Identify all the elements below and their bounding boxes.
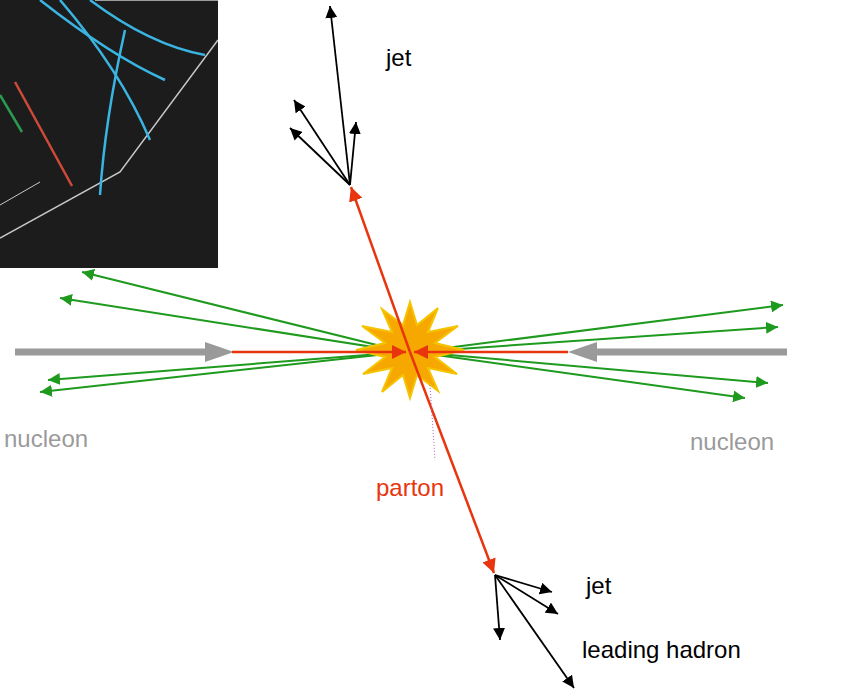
diagram-label: jet bbox=[386, 44, 411, 72]
jet-hadrons-top bbox=[290, 6, 356, 185]
parton-lines bbox=[232, 187, 568, 573]
spectator-fragments bbox=[40, 272, 783, 398]
diagram-label: nucleon bbox=[690, 428, 774, 456]
diagram-label: leading hadron bbox=[582, 636, 741, 664]
diagram-label: jet bbox=[586, 572, 611, 600]
diagram-label: nucleon bbox=[4, 425, 88, 453]
diagram-label: parton bbox=[376, 474, 444, 502]
dotted-trace bbox=[430, 385, 435, 460]
jet-hadrons-bottom bbox=[495, 575, 574, 688]
event-display-inset bbox=[0, 0, 218, 268]
